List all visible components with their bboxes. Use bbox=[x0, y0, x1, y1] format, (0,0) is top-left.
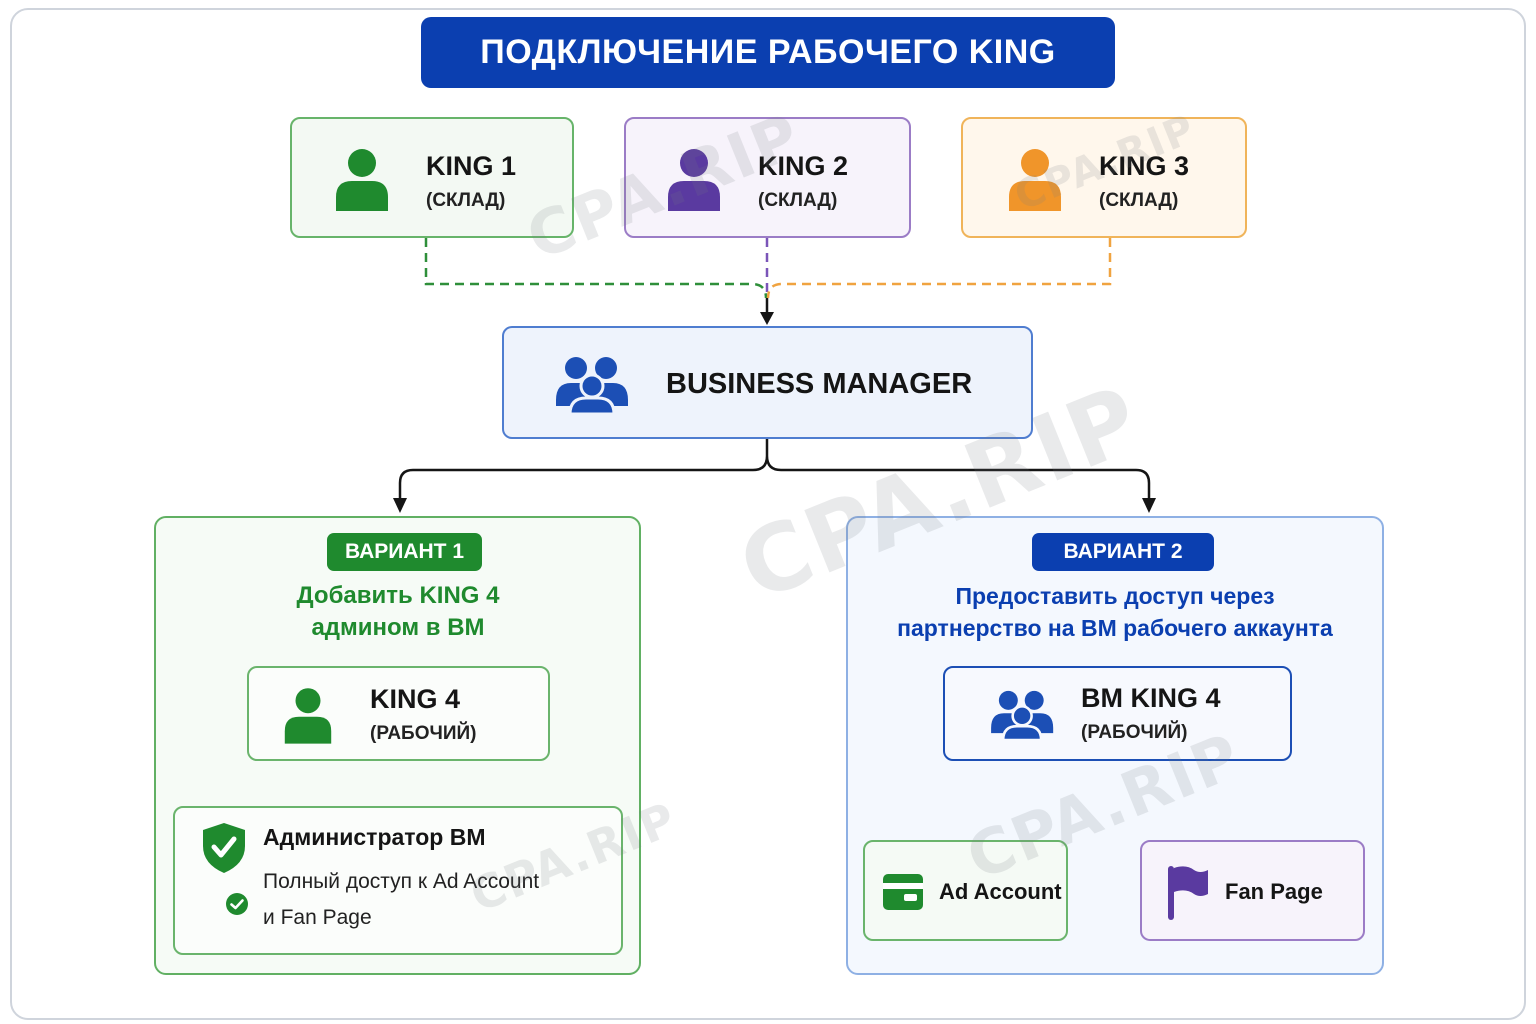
bm-king4-sub: (РАБОЧИЙ) bbox=[1081, 722, 1188, 743]
variant2-title-line1: Предоставить доступ через bbox=[955, 583, 1275, 609]
king1-card: KING 1 (СКЛАД) bbox=[290, 117, 574, 238]
variant2-badge: ВАРИАНТ 2 bbox=[1032, 533, 1214, 571]
page-title-text: ПОДКЛЮЧЕНИЕ РАБОЧЕГО KING bbox=[480, 33, 1056, 71]
king2-name: KING 2 bbox=[758, 151, 849, 181]
bm-king4-card: BM KING 4 (РАБОЧИЙ) bbox=[943, 666, 1292, 761]
king4-sub: (РАБОЧИЙ) bbox=[370, 723, 477, 744]
king4-name: KING 4 bbox=[370, 684, 461, 714]
bm-king4-name: BM KING 4 bbox=[1081, 683, 1221, 713]
king2-card: KING 2 (СКЛАД) bbox=[624, 117, 911, 238]
ad-account-label: Ad Account bbox=[939, 879, 1062, 904]
king2-sub: (СКЛАД) bbox=[758, 190, 838, 211]
check-circle-icon bbox=[226, 893, 248, 915]
variant1-title-line2: админом в BM bbox=[311, 614, 485, 641]
business-manager-label: BUSINESS MANAGER bbox=[666, 368, 973, 400]
variant1-title-line1: Добавить KING 4 bbox=[296, 582, 500, 609]
user-icon bbox=[284, 688, 332, 744]
ad-account-card: Ad Account bbox=[863, 840, 1068, 941]
flag-icon bbox=[1168, 866, 1208, 920]
variant1-badge: ВАРИАНТ 1 bbox=[327, 533, 482, 571]
admin-result-box bbox=[173, 806, 623, 955]
king1-name: KING 1 bbox=[426, 151, 517, 181]
variant2-title-line2: партнерство на BM рабочего аккаунта bbox=[897, 615, 1333, 641]
shield-check-icon bbox=[203, 823, 245, 873]
fan-page-label: Fan Page bbox=[1225, 879, 1323, 904]
admin-desc-line2: и Fan Page bbox=[263, 906, 372, 929]
user-icon bbox=[336, 149, 388, 211]
group-icon bbox=[991, 690, 1054, 740]
user-icon bbox=[668, 149, 720, 211]
king3-sub: (СКЛАД) bbox=[1099, 190, 1179, 211]
fan-page-card: Fan Page bbox=[1140, 840, 1365, 941]
variant2-title: Предоставить доступ через партнерство на… bbox=[860, 580, 1370, 644]
user-icon bbox=[1009, 149, 1061, 211]
king1-connector bbox=[424, 238, 768, 299]
wallet-icon bbox=[883, 874, 923, 910]
page-title: ПОДКЛЮЧЕНИЕ РАБОЧЕГО KING bbox=[421, 17, 1115, 88]
business-manager-card: BUSINESS MANAGER bbox=[502, 326, 1033, 439]
king3-connector bbox=[766, 238, 1112, 299]
king1-sub: (СКЛАД) bbox=[426, 190, 506, 211]
variant1-badge-text: ВАРИАНТ 1 bbox=[344, 540, 465, 563]
admin-desc-line1: Полный доступ к Ad Account bbox=[263, 870, 540, 893]
king4-card: KING 4 (РАБОЧИЙ) bbox=[247, 666, 550, 761]
king3-name: KING 3 bbox=[1099, 151, 1190, 181]
group-icon bbox=[556, 357, 628, 414]
bm-split-lines bbox=[398, 439, 1151, 500]
variant1-title: Добавить KING 4 админом в BM bbox=[200, 580, 596, 644]
variant2-badge-text: ВАРИАНТ 2 bbox=[1063, 540, 1183, 563]
king3-card: KING 3 (СКЛАД) bbox=[961, 117, 1247, 238]
admin-title: Администратор BM bbox=[263, 824, 486, 850]
